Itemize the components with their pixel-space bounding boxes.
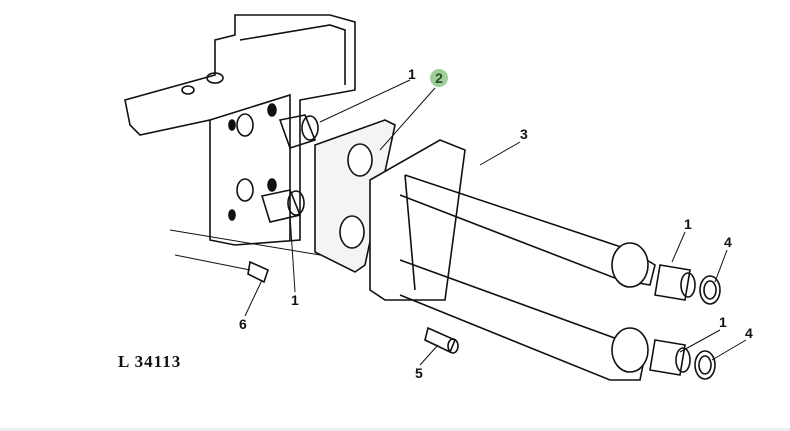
callout-3-housing[interactable]: 3 xyxy=(520,126,528,142)
callout-2-gasket[interactable]: 2 xyxy=(430,69,448,87)
callout-1-lower-bushing[interactable]: 1 xyxy=(291,292,299,308)
gasket xyxy=(314,119,396,273)
callout-5-cap-screw[interactable]: 5 xyxy=(415,365,423,381)
bushings-seals-right xyxy=(649,264,721,380)
callout-1-upper-bushing[interactable]: 1 xyxy=(408,66,416,82)
callout-4-lower-seal[interactable]: 4 xyxy=(745,325,753,341)
footer-divider xyxy=(0,428,790,431)
frame-housing xyxy=(124,14,356,246)
callout-4-upper-seal[interactable]: 4 xyxy=(724,234,732,250)
callout-1-right-lower-bushing[interactable]: 1 xyxy=(719,314,727,330)
callout-6-dowel-pin[interactable]: 6 xyxy=(239,316,247,332)
cap-screw-5 xyxy=(424,326,459,354)
bushings-frame xyxy=(260,114,319,223)
leader-lines xyxy=(169,79,747,366)
dowel-pin-6 xyxy=(247,260,269,284)
tube-housing xyxy=(369,139,656,381)
diagram-reference-number: L 34113 xyxy=(118,352,182,371)
callout-1-right-upper-bushing[interactable]: 1 xyxy=(684,216,692,232)
